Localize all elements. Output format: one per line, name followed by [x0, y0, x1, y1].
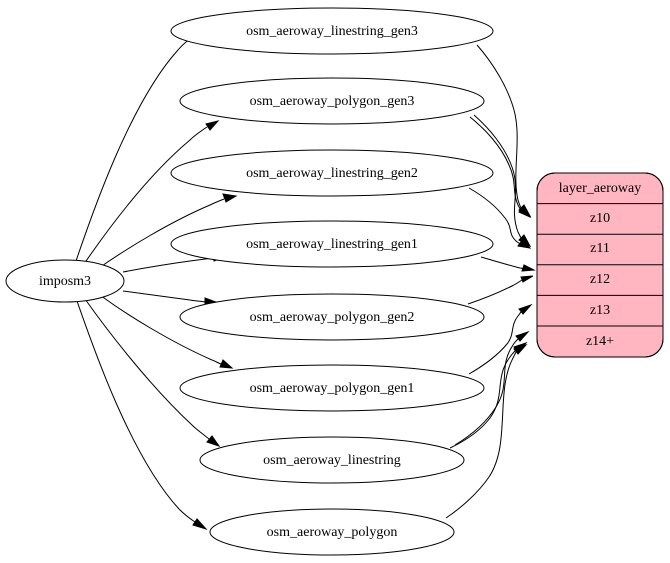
node-osm-aeroway-polygon-gen3[interactable]: osm_aeroway_polygon_gen3 [179, 77, 485, 125]
node-osm-aeroway-polygon-gen2-label: osm_aeroway_polygon_gen2 [250, 310, 415, 325]
edge-linestring-gen1-to-z12 [480, 256, 536, 272]
node-osm-aeroway-linestring-gen2-shape[interactable] [170, 149, 494, 197]
edge-linestring-to-z13 [454, 330, 530, 446]
node-osm-aeroway-linestring[interactable]: osm_aeroway_linestring [199, 436, 465, 484]
edge-imposm3-to-polygon-gen2 [122, 290, 218, 306]
node-osm-aeroway-linestring-gen1-label: osm_aeroway_linestring_gen1 [246, 237, 418, 252]
row-label-z11: z11 [590, 241, 610, 256]
node-osm-aeroway-linestring-gen3-label: osm_aeroway_linestring_gen3 [246, 24, 418, 39]
node-osm-aeroway-linestring-label: osm_aeroway_linestring [263, 453, 401, 468]
node-osm-aeroway-linestring-gen3-shape[interactable] [170, 7, 494, 55]
layer-aeroway-header-row[interactable]: layer_aeroway [537, 181, 663, 205]
row-label-z13: z13 [590, 303, 610, 318]
edge-polygon-gen1-to-z13 [468, 303, 533, 375]
layer-aeroway-row-z14[interactable]: z14+ [586, 334, 614, 349]
row-label-z10: z10 [590, 211, 610, 226]
edge-group-tables-to-layer [445, 44, 536, 519]
node-osm-aeroway-polygon-gen1-shape[interactable] [179, 364, 485, 412]
node-osm-aeroway-linestring-gen1[interactable]: osm_aeroway_linestring_gen1 [170, 220, 494, 268]
node-osm-aeroway-polygon-gen2[interactable]: osm_aeroway_polygon_gen2 [179, 293, 485, 341]
node-osm-aeroway-polygon[interactable]: osm_aeroway_polygon [209, 508, 455, 556]
node-layer-aeroway-table[interactable]: layer_aeroway z10 z11 z12 z13 [536, 172, 664, 358]
row-label-z12: z12 [590, 272, 610, 287]
layer-aeroway-row-z13[interactable]: z13 [537, 303, 663, 327]
layer-aeroway-row-z12[interactable]: z12 [537, 272, 663, 296]
node-imposm3[interactable]: imposm3 [5, 259, 125, 303]
node-osm-aeroway-polygon-gen3-label: osm_aeroway_polygon_gen3 [250, 94, 415, 109]
node-osm-aeroway-polygon-shape[interactable] [209, 508, 455, 556]
edge-imposm3-to-polygon [76, 300, 208, 531]
layer-aeroway-row-z10[interactable]: z10 [537, 211, 663, 235]
node-osm-aeroway-polygon-gen3-shape[interactable] [179, 77, 485, 125]
edge-imposm3-to-polygon-gen1 [99, 294, 234, 369]
node-osm-aeroway-linestring-shape[interactable] [199, 436, 465, 484]
node-osm-aeroway-linestring-gen2-label: osm_aeroway_linestring_gen2 [246, 166, 418, 181]
edge-polygon-to-z14 [445, 343, 528, 519]
edge-imposm3-to-linestring-gen3 [75, 30, 206, 262]
edge-imposm3-to-linestring [84, 298, 221, 447]
node-imposm3-shape[interactable] [5, 259, 125, 303]
edge-imposm3-to-polygon-gen3 [83, 120, 220, 265]
node-osm-aeroway-linestring-gen3[interactable]: osm_aeroway_linestring_gen3 [170, 7, 494, 55]
edge-polygon-gen2-to-z12 [467, 275, 534, 305]
layer-aeroway-table-outline [536, 172, 664, 358]
layer-aeroway-header-label: layer_aeroway [559, 181, 641, 196]
layer-aeroway-row-z11[interactable]: z11 [537, 241, 663, 266]
node-osm-aeroway-linestring-gen2[interactable]: osm_aeroway_linestring_gen2 [170, 149, 494, 197]
edge-imposm3-to-linestring-gen2 [98, 193, 238, 269]
node-osm-aeroway-polygon-gen1-label: osm_aeroway_polygon_gen1 [250, 381, 415, 396]
node-osm-aeroway-linestring-gen1-shape[interactable] [170, 220, 494, 268]
row-label-z14: z14+ [586, 334, 614, 349]
edge-polygon-gen3-to-z10 [469, 116, 532, 219]
node-imposm3-label: imposm3 [39, 274, 91, 289]
edge-linestring-gen2-to-z11 [468, 187, 532, 249]
node-osm-aeroway-polygon-label: osm_aeroway_polygon [267, 525, 398, 540]
node-osm-aeroway-polygon-gen1[interactable]: osm_aeroway_polygon_gen1 [179, 364, 485, 412]
node-osm-aeroway-polygon-gen2-shape[interactable] [179, 293, 485, 341]
